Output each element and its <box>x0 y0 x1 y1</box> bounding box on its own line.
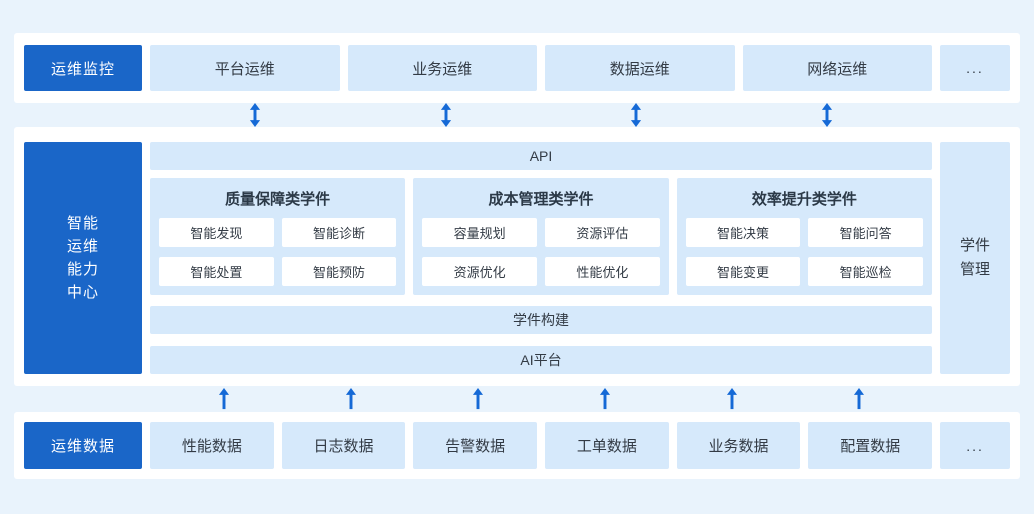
node-log-data: 日志数据 <box>281 422 406 469</box>
learnware-groups: 质量保障类学件 智能发现 智能诊断 智能处置 智能预防 成本管理类学件 容量规划… <box>150 178 932 295</box>
group-quality-assurance: 质量保障类学件 智能发现 智能诊断 智能处置 智能预防 <box>150 178 406 295</box>
node-config-data: 配置数据 <box>808 422 933 469</box>
label-line: 管理 <box>959 261 990 278</box>
node-performance-data: 性能数据 <box>150 422 274 469</box>
up-arrow-icon <box>599 388 610 410</box>
label-line: 运维 <box>66 237 99 255</box>
node-alert-data: 告警数据 <box>413 422 538 469</box>
node-smart-qa: 智能问答 <box>808 218 923 247</box>
double-arrow-icon <box>821 103 832 127</box>
node-smart-change: 智能变更 <box>685 257 801 286</box>
center-main-column: API 质量保障类学件 智能发现 智能诊断 智能处置 智能预防 成本管理类学件 <box>150 142 932 374</box>
node-business-ops: 业务运维 <box>347 45 537 91</box>
group-title: 成本管理类学件 <box>488 190 594 208</box>
node-resource-evaluation: 资源评估 <box>544 218 660 247</box>
learnware-management-rail: 学件 管理 <box>940 142 1010 374</box>
learnware-build-bar: 学件构建 <box>150 306 932 334</box>
group-title: 质量保障类学件 <box>225 190 331 208</box>
node-smart-decision: 智能决策 <box>685 218 801 247</box>
group-title: 效率提升类学件 <box>751 190 857 208</box>
node-capacity-planning: 容量规划 <box>422 218 537 247</box>
double-arrow-icon <box>250 103 261 127</box>
up-arrow-icon <box>853 388 864 410</box>
ops-data-section: 运维数据 性能数据 日志数据 告警数据 工单数据 业务数据 配置数据 ... <box>14 412 1020 479</box>
up-arrow-icon <box>726 388 737 410</box>
node-business-data: 业务数据 <box>676 422 801 469</box>
label-line: 学件 <box>959 237 990 254</box>
double-arrow-icon <box>440 103 451 127</box>
node-network-ops: 网络运维 <box>742 45 932 91</box>
bottom-arrows-row <box>28 386 1006 412</box>
node-resource-optimization: 资源优化 <box>422 257 537 286</box>
group-cost-management: 成本管理类学件 容量规划 资源评估 资源优化 性能优化 <box>413 178 669 295</box>
node-smart-handling: 智能处置 <box>159 257 274 286</box>
node-data-ops: 数据运维 <box>545 45 735 91</box>
node-smart-diagnosis: 智能诊断 <box>281 218 397 247</box>
up-arrow-icon <box>472 388 483 410</box>
label-line: 中心 <box>66 284 99 302</box>
architecture-diagram: 运维监控 平台运维 业务运维 数据运维 网络运维 ... 智能 运维 <box>14 33 1020 479</box>
label-line: 能力 <box>66 261 99 278</box>
intelligent-ops-center-section: 智能 运维 能力 中心 API 质量保障类学件 智能发现 智能诊断 智能处置 智… <box>14 127 1020 386</box>
node-smart-inspection: 智能巡检 <box>808 257 923 286</box>
label-line: 智能 <box>66 214 99 232</box>
node-platform-ops: 平台运维 <box>150 45 340 91</box>
group-efficiency-improvement: 效率提升类学件 智能决策 智能问答 智能变更 智能巡检 <box>676 178 932 295</box>
node-performance-optimization: 性能优化 <box>544 257 660 286</box>
intelligent-ops-center-label: 智能 运维 能力 中心 <box>24 142 142 374</box>
ops-monitoring-label: 运维监控 <box>24 45 142 91</box>
up-arrow-icon <box>345 388 356 410</box>
top-arrows-row <box>28 103 1006 127</box>
bottom-more-node: ... <box>940 422 1011 469</box>
api-bar: API <box>150 142 932 170</box>
node-smart-discovery: 智能发现 <box>159 218 274 247</box>
up-arrow-icon <box>218 388 229 410</box>
double-arrow-icon <box>631 103 642 127</box>
ai-platform-bar: AI平台 <box>150 346 932 374</box>
node-smart-prevention: 智能预防 <box>281 257 397 286</box>
ops-data-label: 运维数据 <box>24 422 142 469</box>
ops-monitoring-section: 运维监控 平台运维 业务运维 数据运维 网络运维 ... <box>14 33 1020 103</box>
top-more-node: ... <box>940 45 1010 91</box>
node-ticket-data: 工单数据 <box>545 422 669 469</box>
